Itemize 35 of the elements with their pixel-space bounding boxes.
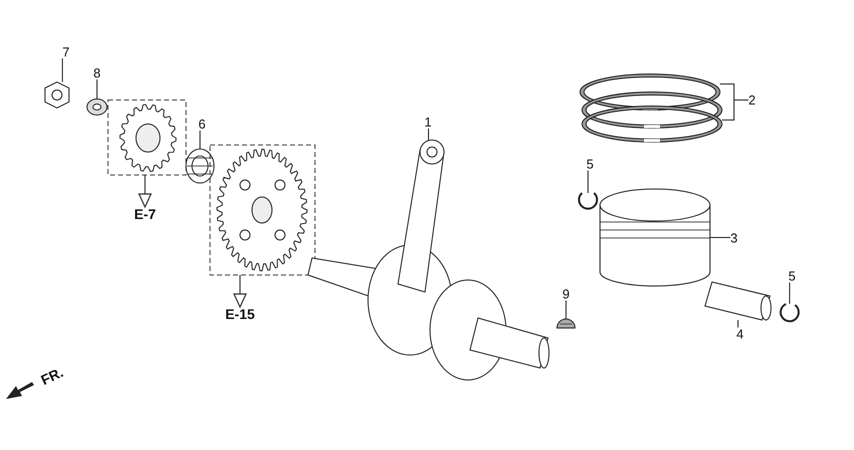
callout-number: 2 <box>748 94 756 106</box>
callout-number: 1 <box>424 116 432 128</box>
needle-bearing-drawing <box>186 148 214 184</box>
piston-pin-drawing <box>704 281 772 321</box>
callout-number: 6 <box>198 118 206 130</box>
callout-number: 5 <box>586 158 594 170</box>
section-reference: E-7 <box>134 207 156 221</box>
circlip-drawing <box>578 192 598 210</box>
washer-drawing <box>86 98 108 116</box>
callout-number: 7 <box>62 46 70 58</box>
callout-number: 9 <box>562 288 570 300</box>
direction-label: FR. <box>38 364 66 388</box>
woodruff-key-drawing <box>556 318 576 328</box>
piston-ring-drawing <box>582 92 722 142</box>
circlip-drawing <box>780 303 800 322</box>
leader-line <box>789 282 790 304</box>
reference-arrow <box>233 274 247 308</box>
leader-line <box>722 100 749 120</box>
crankshaft-drawing <box>307 140 550 380</box>
leader-line <box>710 237 731 238</box>
gear-drawing <box>120 104 176 172</box>
dashed-group-outline <box>210 144 316 276</box>
callout-number: 4 <box>736 328 744 340</box>
section-reference: E-15 <box>225 307 255 321</box>
leader-line <box>428 128 429 140</box>
callout-number: 5 <box>788 270 796 282</box>
piston-drawing <box>600 188 710 286</box>
leader-line <box>96 79 98 100</box>
reference-arrow <box>138 174 152 208</box>
leader-line <box>62 58 63 82</box>
nut-drawing <box>44 81 70 109</box>
callout-number: 8 <box>93 66 101 80</box>
dashed-group-outline <box>108 100 186 176</box>
large-gear-drawing <box>216 148 308 272</box>
callout-number: 3 <box>730 232 738 244</box>
